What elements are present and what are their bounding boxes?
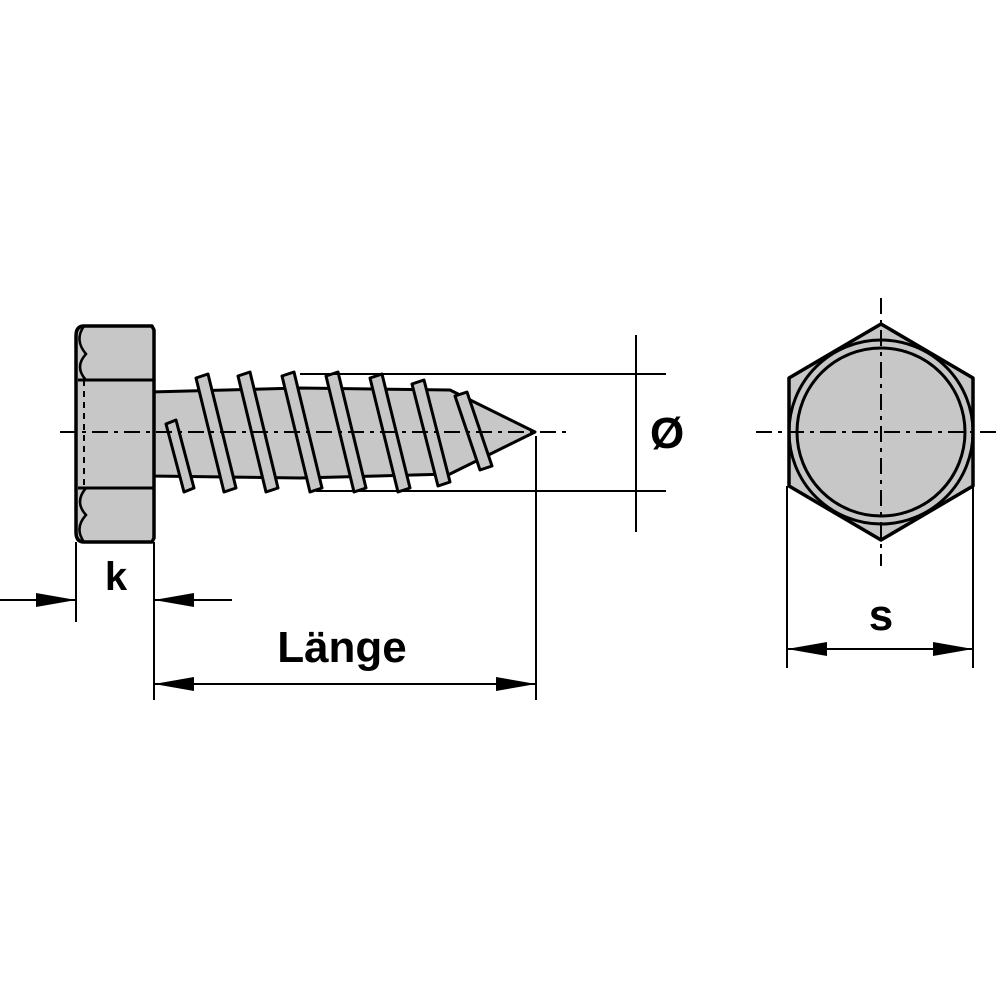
hex-chamfer [78, 487, 88, 543]
hex-head-outline [74, 324, 156, 544]
thread-flight [194, 372, 238, 494]
thread-flight [164, 418, 196, 494]
hex-head-side [74, 324, 156, 544]
end-view [756, 298, 1000, 566]
diameter-dimension: Ø [300, 335, 684, 532]
hex-chamfer [78, 325, 88, 381]
thread-flight [453, 390, 494, 472]
length-label: Länge [277, 623, 407, 672]
head-height-label: k [105, 555, 128, 599]
thread-flight [410, 378, 452, 488]
diameter-label: Ø [650, 409, 684, 458]
width-across-flats-label: s [869, 591, 893, 640]
thread-flight [280, 370, 324, 494]
length-dimension: Länge [154, 436, 537, 700]
side-view [60, 324, 572, 544]
width-across-flats-dimension: s [786, 486, 974, 668]
head-height-dimension: k [0, 542, 232, 700]
